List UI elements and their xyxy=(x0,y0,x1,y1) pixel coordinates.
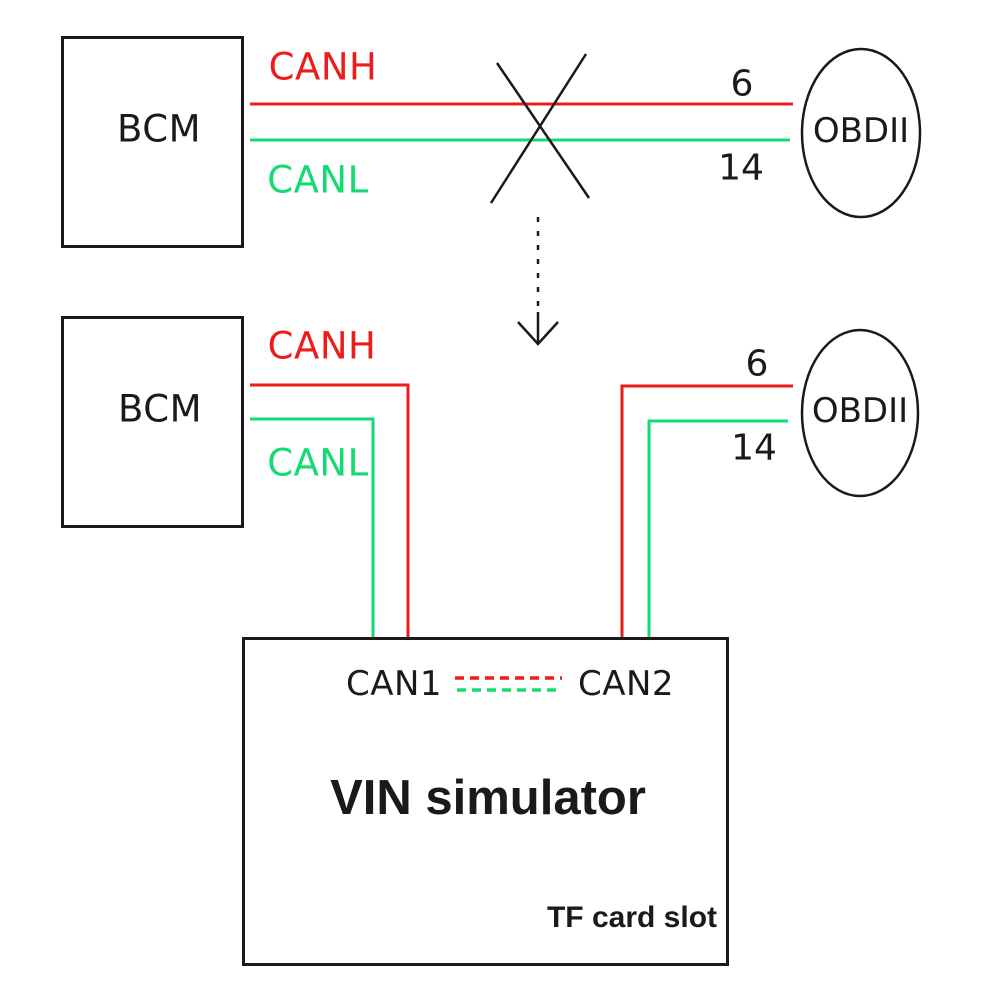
bcm-label-bottom: BCM xyxy=(118,387,202,431)
down-arrow-icon xyxy=(517,217,559,346)
canl-label-bottom: CANL xyxy=(267,441,369,485)
obdii-label-top: OBDII xyxy=(812,111,910,151)
canl-label-top: CANL xyxy=(267,158,369,202)
pin6-label-top: 6 xyxy=(730,63,754,105)
pin14-label-top: 14 xyxy=(718,147,764,189)
pin6-label-bottom: 6 xyxy=(745,343,769,385)
bcm-box-bottom xyxy=(61,316,244,528)
obdii-label-bottom: OBDII xyxy=(811,391,909,431)
canh-wire-obdii-to-sim xyxy=(620,384,793,637)
vin-simulator-title: VIN simulator xyxy=(330,771,646,825)
canh-label-top: CANH xyxy=(268,45,378,89)
bcm-label-top: BCM xyxy=(117,107,201,151)
pin14-label-bottom: 14 xyxy=(731,427,777,469)
cross-out-x-icon xyxy=(489,53,591,204)
bcm-box-top xyxy=(61,36,244,248)
tf-card-slot-label: TF card slot xyxy=(546,901,718,934)
vin-simulator-box xyxy=(242,637,729,966)
can1-port-label: CAN1 xyxy=(345,664,443,704)
canh-wire-bcm-to-sim xyxy=(250,383,410,637)
can2-port-label: CAN2 xyxy=(577,664,675,704)
canh-label-bottom: CANH xyxy=(267,324,377,368)
